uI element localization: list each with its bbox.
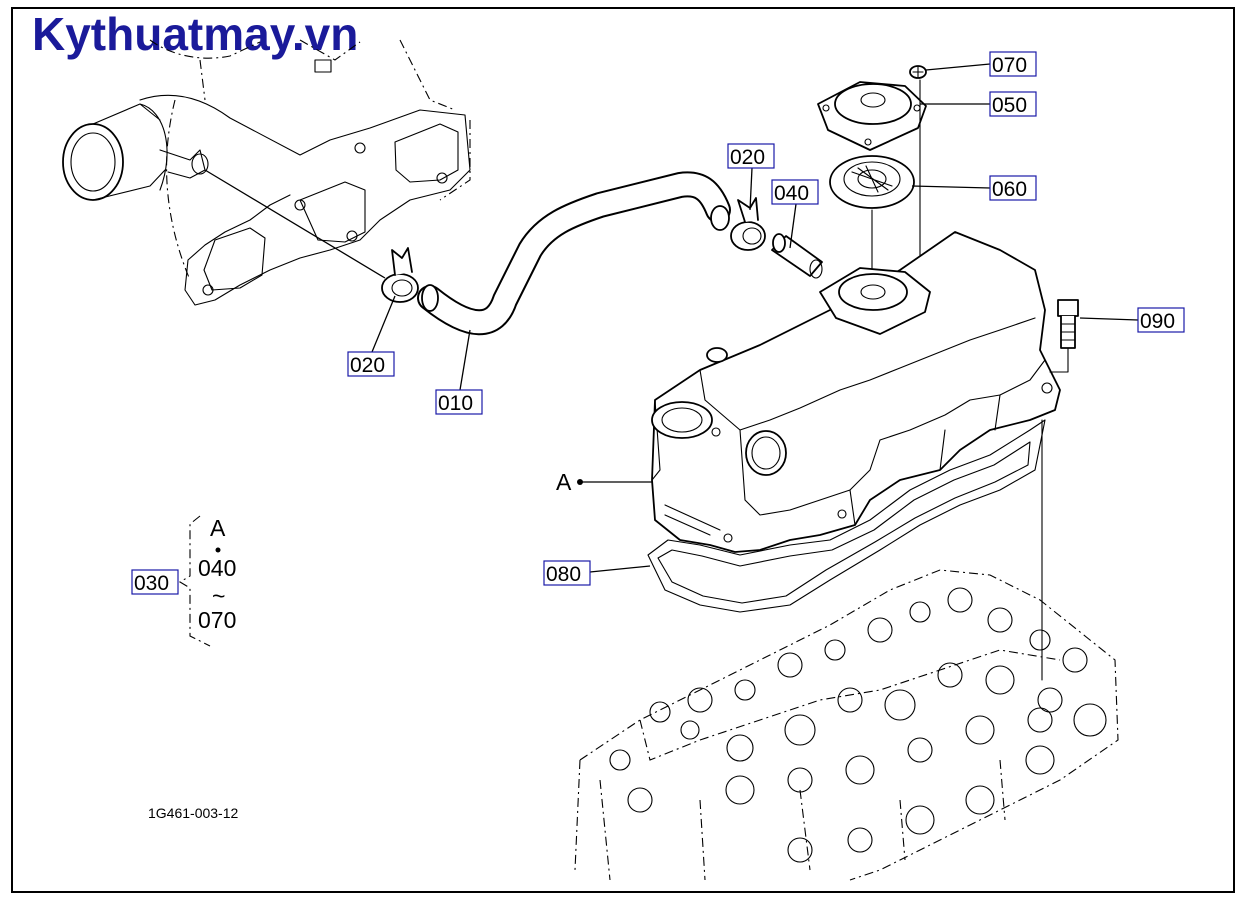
callout-020-right[interactable]: 020 [727, 143, 775, 169]
legend-to: 070 [198, 607, 236, 633]
callout-090[interactable]: 090 [1137, 307, 1185, 333]
legend-start: A [210, 515, 226, 541]
callout-040[interactable]: 040 [771, 179, 819, 205]
hose-clamp-right [730, 197, 766, 251]
leader-060 [911, 185, 991, 189]
legend-from: 040 [198, 555, 236, 581]
callout-040-label: 040 [774, 182, 809, 205]
callout-070-label: 070 [992, 54, 1027, 77]
leader-020-right [749, 167, 753, 211]
brand-logo: Kythuatmay.vn [32, 8, 358, 60]
legend-tilde: ~ [212, 583, 225, 609]
callout-020-left-label: 020 [350, 354, 385, 377]
callout-010-label: 010 [438, 392, 473, 415]
callout-080[interactable]: 080 [543, 560, 591, 586]
leader-010 [459, 329, 471, 391]
hose-clamp-left [381, 247, 419, 303]
leader-070 [925, 63, 991, 71]
leader-020-left [371, 295, 396, 353]
callout-060-label: 060 [992, 178, 1027, 201]
callout-050-label: 050 [992, 94, 1027, 117]
legend-dot [215, 547, 221, 553]
callout-030-label: 030 [134, 572, 169, 595]
callout-010[interactable]: 010 [435, 389, 483, 415]
intake-manifold [62, 39, 471, 306]
cover-gasket [647, 419, 1046, 613]
callout-060[interactable]: 060 [989, 175, 1037, 201]
breather-cover [817, 81, 927, 151]
leader-040 [789, 203, 797, 249]
callout-020-left[interactable]: 020 [347, 351, 395, 377]
breather-pipe [771, 233, 823, 279]
callout-020-right-label: 020 [730, 146, 765, 169]
callout-050[interactable]: 050 [989, 91, 1037, 117]
callout-080-label: 080 [546, 563, 581, 586]
cylinder-head-cover [651, 231, 1061, 553]
callout-030[interactable]: 030 [131, 569, 179, 595]
callout-070[interactable]: 070 [989, 51, 1037, 77]
cylinder-head [574, 569, 1119, 881]
diagram-border [11, 7, 1235, 893]
diagram-code: 1G461-003-12 [148, 805, 239, 821]
callout-090-label: 090 [1140, 310, 1175, 333]
view-marker-a: A [556, 469, 572, 495]
leader-080 [589, 565, 651, 573]
diaphragm [829, 155, 915, 209]
cover-bolt [1049, 299, 1079, 373]
leader-090 [1079, 317, 1139, 321]
breather-hose [417, 171, 731, 336]
screw [909, 65, 927, 79]
assembly-legend: A 040 ~ 070 [178, 515, 236, 647]
leader-outlet [204, 169, 386, 279]
